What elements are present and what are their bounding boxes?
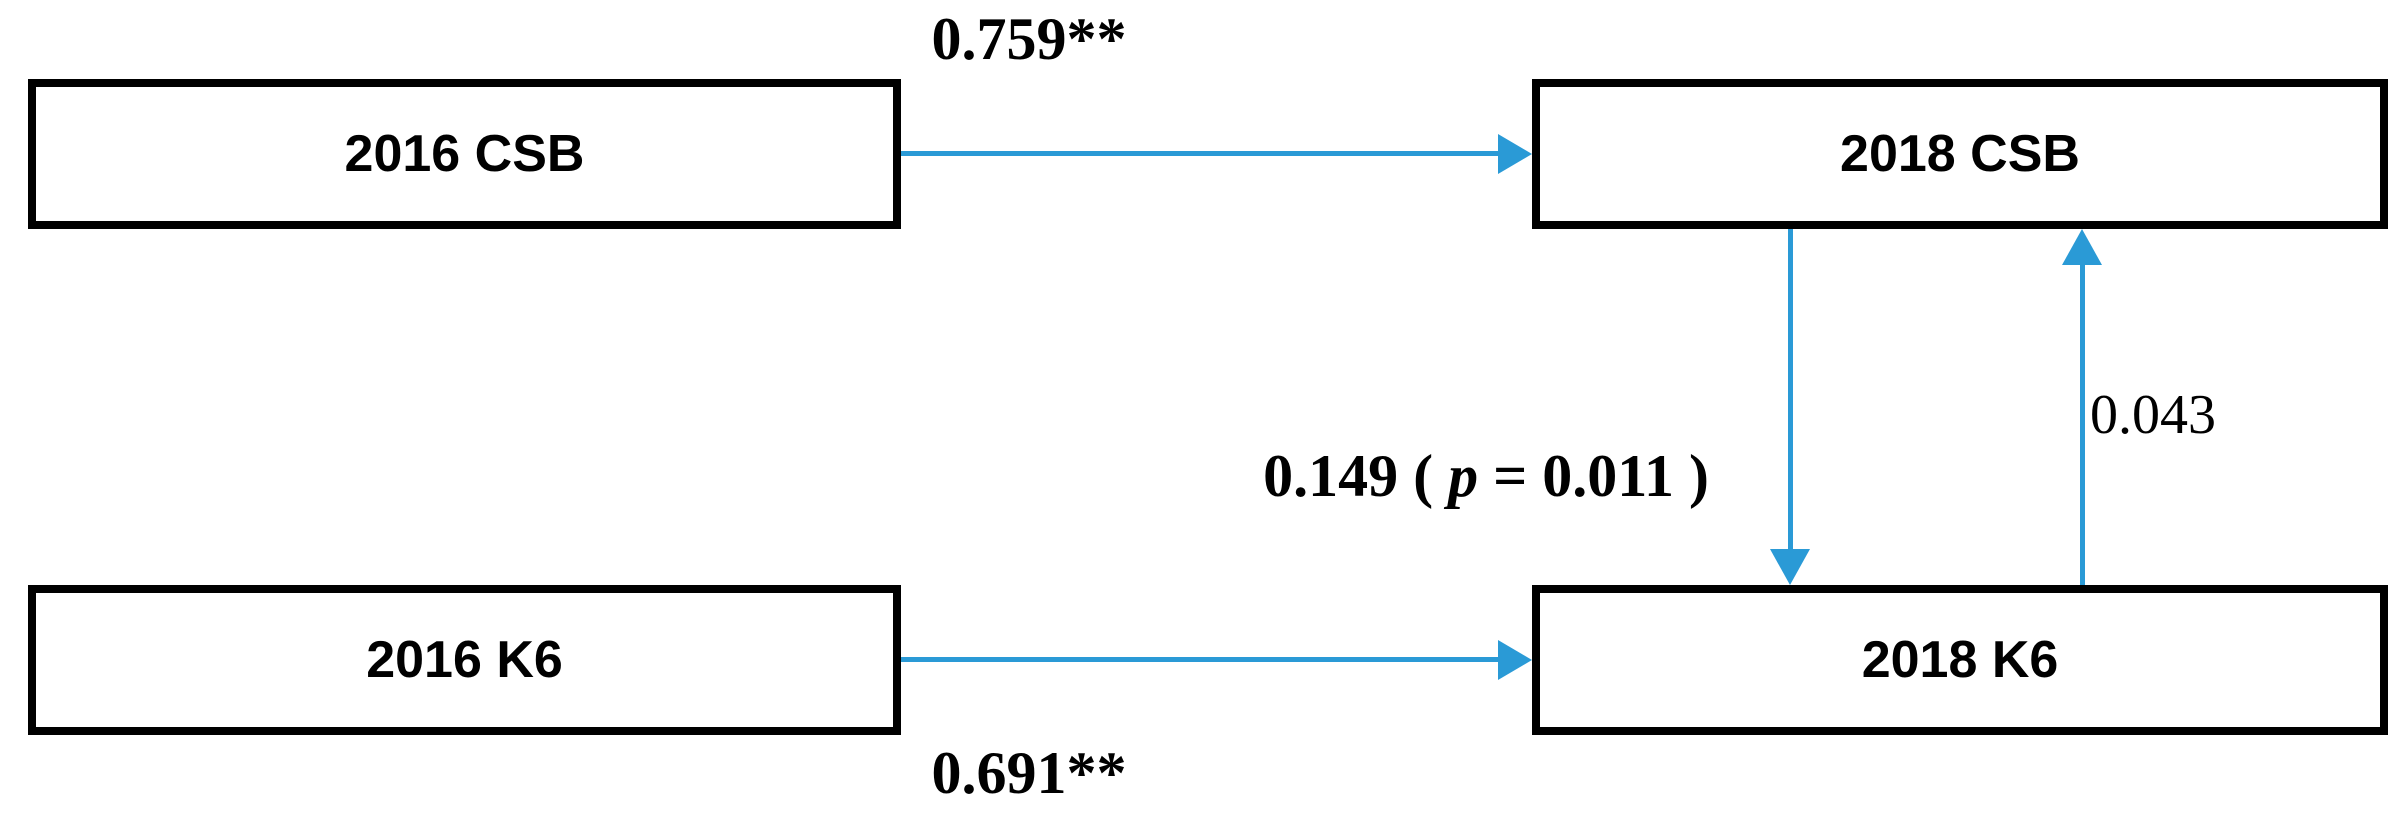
arrow-2016k6-to-2018k6-line <box>890 657 1498 662</box>
arrow-2016k6-to-2018k6-head-icon <box>1498 640 1532 680</box>
coefficient-csb-to-k6: 0.149 ( p = 0.011 ) <box>1203 382 1709 571</box>
box-2016-csb: 2016 CSB <box>28 79 901 229</box>
box-2016-k6: 2016 K6 <box>28 585 901 735</box>
coefficient-csb-to-k6-prefix: 0.149 ( <box>1263 443 1449 509</box>
box-2018-csb-label: 2018 CSB <box>1840 125 2080 183</box>
box-2016-csb-label: 2016 CSB <box>344 125 585 183</box>
arrow-2016csb-to-2018csb-line <box>890 151 1498 156</box>
arrow-2018csb-to-2018k6-head-icon <box>1770 549 1810 585</box>
coefficient-k6-to-csb: 0.043 <box>2090 384 2216 446</box>
box-2016-k6-label: 2016 K6 <box>366 631 563 689</box>
arrow-2018csb-to-2018k6-line <box>1788 229 1793 551</box>
box-2018-k6: 2018 K6 <box>1532 585 2388 735</box>
coefficient-k6-stability: 0.691** <box>931 740 1127 806</box>
arrow-2016csb-to-2018csb-head-icon <box>1498 134 1532 174</box>
coefficient-csb-to-k6-suffix: = 0.011 ) <box>1478 443 1709 509</box>
box-2018-k6-label: 2018 K6 <box>1861 631 2059 689</box>
coefficient-csb-stability: 0.759** <box>931 6 1127 72</box>
arrow-2018k6-to-2018csb-head-icon <box>2062 229 2102 265</box>
arrow-2018k6-to-2018csb-line <box>2080 263 2085 735</box>
box-2018-csb: 2018 CSB <box>1532 79 2388 229</box>
coefficient-csb-to-k6-p: p <box>1448 443 1479 509</box>
